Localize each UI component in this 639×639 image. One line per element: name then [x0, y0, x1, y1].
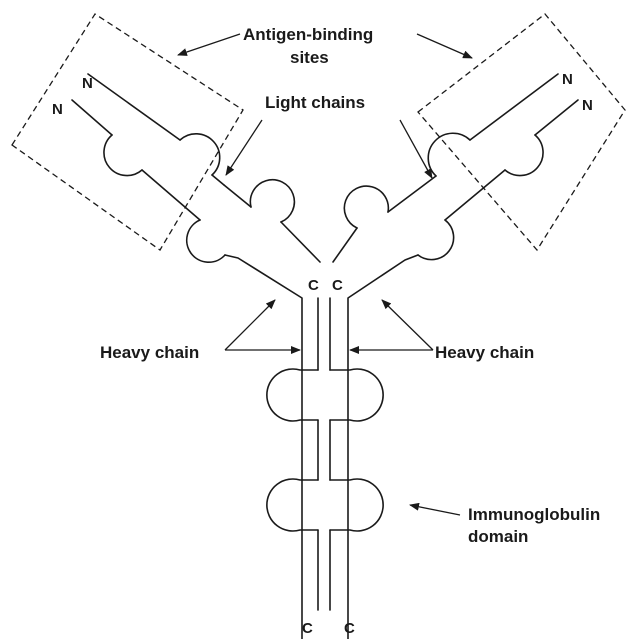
right-light-chain [333, 74, 558, 262]
arrow-light-chain-right [400, 120, 432, 178]
label-light-chains: Light chains [265, 93, 365, 112]
antigen-binding-site-box-left [12, 14, 243, 250]
arrow-light-chain-left [226, 120, 262, 175]
terminus-c-heavy-right: C [344, 620, 355, 637]
label-antigen-binding-line1: Antigen-binding [243, 25, 373, 44]
arrow-antigen-left [178, 34, 240, 55]
label-heavy-chain-left: Heavy chain [100, 343, 199, 362]
right-heavy-chain [348, 100, 578, 639]
stem-domains [267, 298, 383, 610]
arrow-heavy-chain-right-up [382, 300, 433, 350]
arrow-immunoglobulin-domain [410, 505, 460, 515]
terminus-c-light-left: C [308, 277, 319, 294]
terminus-n-left-outer: N [82, 75, 93, 92]
label-heavy-chain-right: Heavy chain [435, 343, 534, 362]
arrow-heavy-chain-left-up [225, 300, 275, 350]
terminus-c-light-right: C [332, 277, 343, 294]
terminus-n-left-inner: N [52, 101, 63, 118]
antigen-binding-site-box-right [418, 14, 625, 250]
arrow-antigen-right [417, 34, 472, 58]
terminus-c-heavy-left: C [302, 620, 313, 637]
label-domain: domain [468, 527, 528, 546]
terminus-n-right-outer: N [562, 71, 573, 88]
label-antigen-binding-line2: sites [290, 48, 329, 67]
label-immunoglobulin: Immunoglobulin [468, 505, 600, 524]
terminus-n-right-inner: N [582, 97, 593, 114]
